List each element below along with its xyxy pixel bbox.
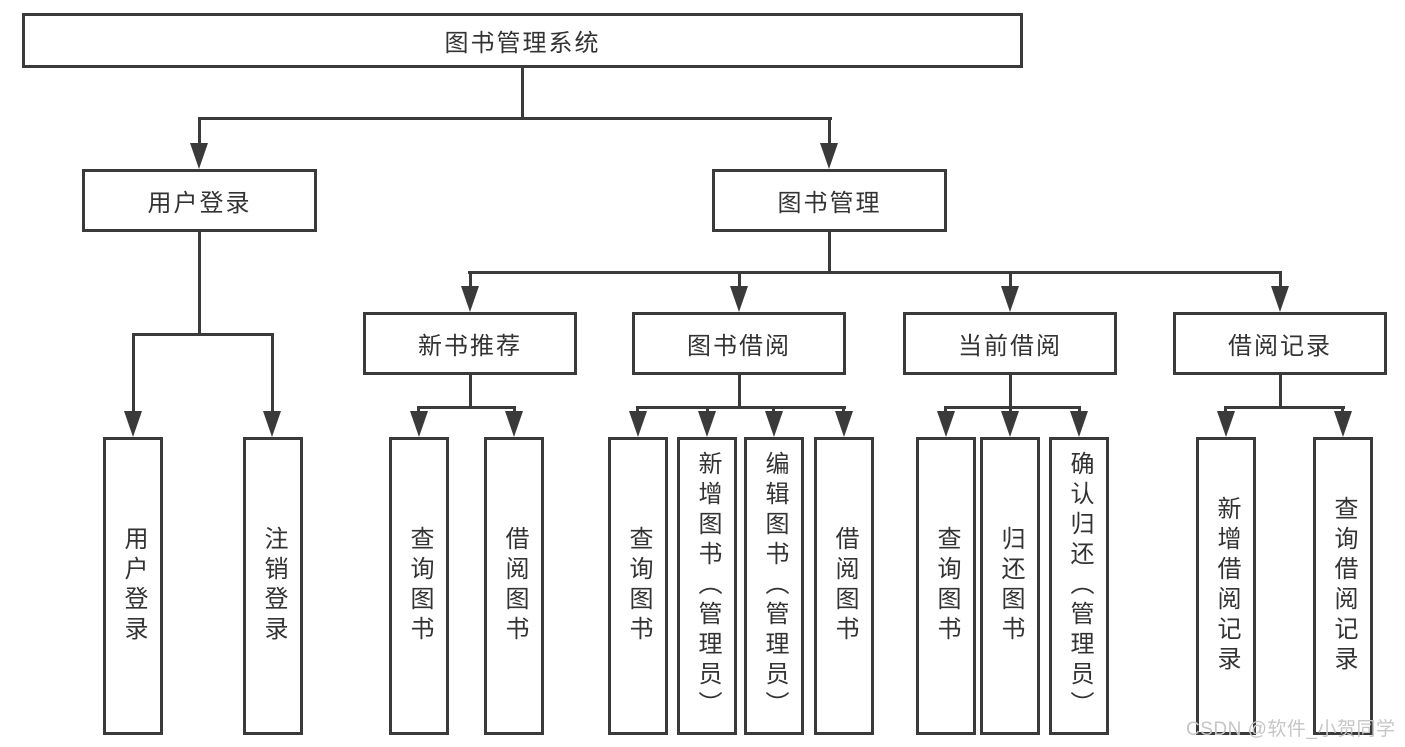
- leaf-borrow-books-recommend: 借阅图书: [484, 437, 544, 735]
- arrow-down-icon: [263, 411, 281, 437]
- arrow-down-icon: [730, 286, 748, 312]
- leaf-logout: 注销登录: [243, 437, 303, 735]
- node-root-system: 图书管理系统: [22, 13, 1023, 68]
- arrow-down-icon: [1271, 286, 1289, 312]
- arrow-down-icon: [765, 411, 783, 437]
- connector-drop-leaf-logout: [271, 333, 274, 415]
- connector-drop-leaf-login: [132, 333, 135, 415]
- arrow-down-icon: [1217, 411, 1235, 437]
- arrow-down-icon: [1001, 411, 1019, 437]
- connector-current-borrow-stem: [1009, 375, 1012, 407]
- node-book-borrowing: 图书借阅: [632, 312, 846, 375]
- connector-borrow-records-stem: [1279, 375, 1282, 407]
- connector-root-stem: [521, 68, 524, 118]
- connector-drop: [944, 406, 947, 415]
- csdn-watermark: CSDN @软件_小贺同学: [1186, 719, 1396, 740]
- arrow-down-icon: [698, 411, 716, 437]
- arrow-down-icon: [190, 143, 208, 169]
- connector-drop: [636, 406, 639, 415]
- arrow-down-icon: [461, 286, 479, 312]
- leaf-query-books-recommend: 查询图书: [389, 437, 449, 735]
- connector-drop: [842, 406, 845, 415]
- arrow-down-icon: [1001, 286, 1019, 312]
- connector-drop: [1341, 406, 1344, 415]
- arrow-down-icon: [629, 411, 647, 437]
- arrow-down-icon: [820, 143, 838, 169]
- leaf-user-login: 用户登录: [103, 437, 163, 735]
- connector-drop: [417, 406, 420, 415]
- leaf-query-books-borrow: 查询图书: [608, 437, 668, 735]
- connector-new-book-rail: [417, 406, 516, 409]
- leaf-borrow-books: 借阅图书: [814, 437, 874, 735]
- connector-drop-current-borrow: [1009, 271, 1012, 288]
- connector-book-borrow-stem: [738, 375, 741, 407]
- arrow-down-icon: [124, 411, 142, 437]
- leaf-edit-books-admin: 编辑图书（管理员）: [744, 437, 804, 735]
- arrow-down-icon: [835, 411, 853, 437]
- arrow-down-icon: [410, 411, 428, 437]
- connector-drop-book-mgmt: [828, 117, 831, 145]
- node-book-management: 图书管理: [712, 169, 947, 232]
- connector-current-borrow-rail: [944, 406, 1081, 409]
- connector-drop: [772, 406, 775, 415]
- connector-drop-borrow-records: [1279, 271, 1282, 288]
- connector-level2-rail: [198, 117, 832, 120]
- leaf-query-books-current: 查询图书: [916, 437, 976, 735]
- connector-new-book-stem: [469, 375, 472, 407]
- leaf-return-books: 归还图书: [980, 437, 1040, 735]
- leaf-add-books-admin: 新增图书（管理员）: [677, 437, 737, 735]
- arrow-down-icon: [1334, 411, 1352, 437]
- connector-drop: [1224, 406, 1227, 415]
- node-current-borrowing: 当前借阅: [903, 312, 1117, 375]
- connector-borrow-records-rail: [1224, 406, 1345, 409]
- connector-drop-book-borrow: [738, 271, 741, 288]
- connector-level3-rail: [468, 271, 1282, 274]
- arrow-down-icon: [937, 411, 955, 437]
- connector-drop: [1009, 406, 1012, 415]
- node-user-login: 用户登录: [82, 169, 317, 232]
- connector-drop-new-book: [469, 271, 472, 288]
- connector-user-login-rail: [132, 333, 274, 336]
- node-borrowing-records: 借阅记录: [1173, 312, 1387, 375]
- leaf-add-borrow-record: 新增借阅记录: [1196, 437, 1256, 735]
- arrow-down-icon: [1070, 411, 1088, 437]
- leaf-query-borrow-record: 查询借阅记录: [1313, 437, 1373, 735]
- connector-drop: [1078, 406, 1081, 415]
- connector-drop: [513, 406, 516, 415]
- node-new-book-recommend: 新书推荐: [363, 312, 577, 375]
- connector-drop-user-login: [198, 117, 201, 145]
- leaf-confirm-return-admin: 确认归还（管理员）: [1049, 437, 1109, 735]
- connector-user-login-stem: [198, 232, 201, 334]
- connector-book-borrow-rail: [636, 406, 846, 409]
- arrow-down-icon: [505, 411, 523, 437]
- connector-book-mgmt-stem: [828, 232, 831, 272]
- connector-drop: [706, 406, 709, 415]
